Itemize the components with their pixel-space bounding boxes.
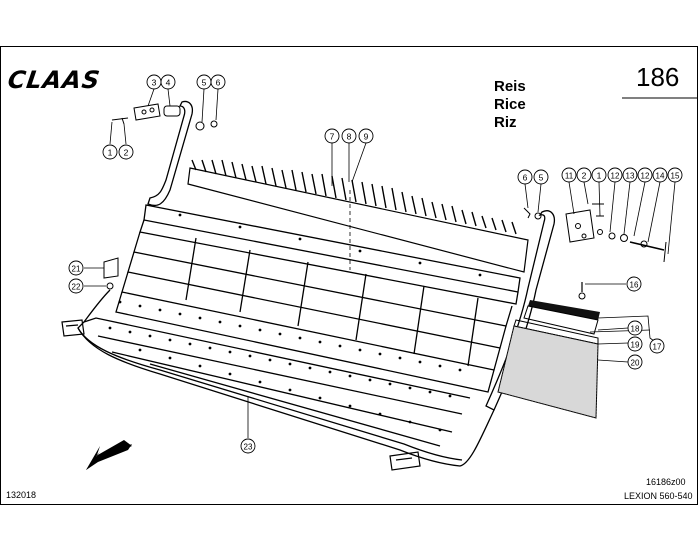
svg-text:7: 7 [330, 132, 335, 142]
svg-text:16: 16 [630, 281, 639, 290]
model-designation: LEXION 560-540 [624, 491, 693, 501]
comb-strip [187, 159, 529, 273]
svg-text:20: 20 [631, 359, 640, 368]
page-number: 186 [636, 62, 680, 92]
callout: 22 [68, 278, 84, 294]
callout: 23 [240, 438, 256, 454]
left-clamp-parts [103, 257, 119, 290]
callout: 14 [652, 167, 668, 183]
svg-text:14: 14 [656, 172, 665, 181]
svg-text:19: 19 [631, 341, 640, 350]
svg-text:1: 1 [597, 171, 602, 181]
svg-text:5: 5 [202, 78, 207, 88]
callout: 2 [576, 167, 592, 183]
svg-text:12: 12 [641, 172, 650, 181]
svg-text:1: 1 [108, 148, 113, 158]
svg-text:2: 2 [124, 148, 129, 158]
callout: 2 [118, 144, 134, 160]
sieve-holes [108, 213, 482, 432]
svg-text:15: 15 [671, 172, 680, 181]
left-bracket-hardware [111, 103, 218, 131]
svg-text:11: 11 [565, 172, 574, 181]
travel-direction-arrow [86, 440, 132, 470]
callout: 5 [196, 74, 212, 90]
page-frame [0, 46, 698, 505]
svg-text:5: 5 [539, 173, 544, 183]
svg-text:18: 18 [631, 325, 640, 334]
drawing-number: 16186z00 [646, 477, 686, 487]
svg-text:3: 3 [152, 78, 157, 88]
callout: 1 [591, 167, 607, 183]
crop-title: Reis Rice Riz [494, 78, 526, 132]
svg-text:9: 9 [364, 132, 369, 142]
svg-text:2: 2 [582, 171, 587, 181]
callout: 20 [627, 354, 643, 370]
svg-text:8: 8 [347, 132, 352, 142]
callout: 5 [533, 169, 549, 185]
callout: 11 [561, 167, 577, 183]
callout: 7 [324, 128, 340, 144]
callout: 4 [160, 74, 176, 90]
seal-strip-and-mat [497, 282, 600, 419]
callout: 12 [637, 167, 653, 183]
callout: 17 [649, 338, 665, 354]
callout: 15 [667, 167, 683, 183]
callouts: 1 2 3 4 5 6 7 8 9 6 5 11 2 1 12 13 12 14… [68, 74, 683, 454]
crop-title-en: Rice [494, 96, 526, 113]
leader-lines [84, 88, 676, 438]
svg-text:17: 17 [653, 343, 662, 352]
grate-frame [77, 100, 556, 467]
svg-text:21: 21 [72, 265, 81, 274]
callout: 13 [622, 167, 638, 183]
callout: 8 [341, 128, 357, 144]
svg-text:23: 23 [244, 443, 253, 452]
callout: 16 [626, 276, 642, 292]
callout: 1 [102, 144, 118, 160]
svg-text:22: 22 [72, 283, 81, 292]
callout: 21 [68, 260, 84, 276]
svg-text:4: 4 [166, 78, 171, 88]
callout: 9 [358, 128, 374, 144]
callout: 6 [517, 169, 533, 185]
callout: 3 [146, 74, 162, 90]
crop-title-de: Reis [494, 78, 526, 95]
document-number: 132018 [6, 490, 37, 500]
mounting-hooks [61, 319, 421, 471]
right-bracket-hardware [523, 203, 667, 263]
svg-text:13: 13 [626, 172, 635, 181]
callout: 6 [210, 74, 226, 90]
callout: 19 [627, 336, 643, 352]
svg-text:6: 6 [216, 78, 221, 88]
svg-text:12: 12 [611, 172, 620, 181]
callout: 12 [607, 167, 623, 183]
callout: 18 [627, 320, 643, 336]
crop-title-fr: Riz [494, 114, 517, 131]
svg-text:6: 6 [523, 173, 528, 183]
